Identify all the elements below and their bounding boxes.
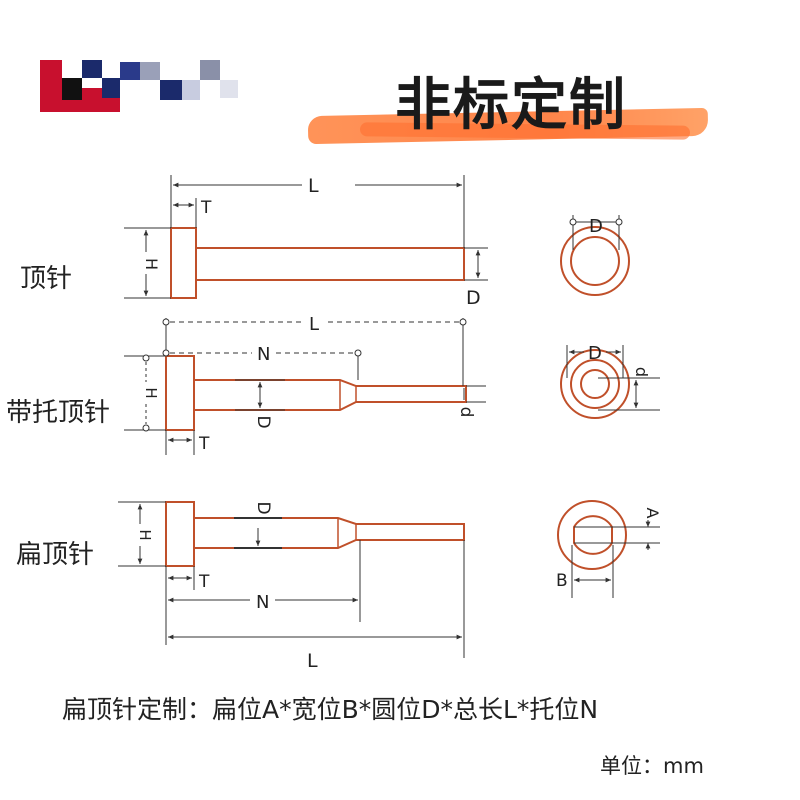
end-view-outer-circle — [557, 500, 627, 570]
dim-label-D: D — [466, 287, 481, 309]
dim-label-d: d — [456, 407, 476, 418]
ejector-pin-drawing: L T H D D — [124, 175, 630, 309]
dim-label-L: L — [309, 314, 319, 335]
dim-label-D: D — [588, 343, 602, 364]
dim-label-L: L — [307, 650, 318, 672]
dim-label-T: T — [198, 434, 210, 454]
pin-shaft — [195, 247, 465, 281]
pin-stepped-shaft — [193, 379, 467, 411]
dim-label-N: N — [257, 344, 270, 365]
row-label-flat-ejector-pin: 扁顶针 — [16, 540, 95, 570]
row-label-ejector-pin: 顶针 — [20, 264, 73, 294]
pin-head — [165, 355, 195, 431]
dim-label-N: N — [256, 592, 269, 613]
dim-label-A: A — [643, 508, 662, 519]
custom-formula-text: 扁顶针定制：扁位A*宽位B*圆位D*总长L*托位N — [62, 695, 599, 724]
dim-label-H: H — [142, 258, 161, 270]
row-label-stepped-ejector-pin: 带托顶针 — [6, 398, 111, 428]
stepped-ejector-pin-drawing: L N H T D — [124, 314, 660, 455]
dim-label-H: H — [142, 387, 160, 398]
dim-label-B: B — [556, 571, 568, 591]
dim-label-L: L — [308, 175, 319, 197]
dim-label-d: d — [632, 367, 651, 377]
dim-label-H: H — [136, 529, 154, 540]
page-title: 非标定制 — [395, 73, 627, 138]
dim-label-T: T — [198, 572, 210, 592]
end-view-outer-circle — [560, 226, 630, 296]
end-view-middle-circle — [570, 359, 620, 409]
end-view-outer-circle — [560, 349, 630, 419]
dim-label-D: D — [253, 415, 273, 428]
end-view-inner-circle — [580, 369, 610, 399]
dim-label-T: T — [200, 198, 212, 218]
pin-flat-shaft — [193, 517, 465, 549]
end-view-flat-profile — [573, 515, 613, 555]
pin-head — [165, 501, 195, 567]
flat-ejector-pin-drawing: H D T N L — [118, 500, 662, 672]
dim-label-D: D — [253, 501, 273, 514]
pin-head — [170, 227, 197, 299]
unit-label: 单位：mm — [600, 754, 704, 778]
dim-label-D: D — [589, 216, 603, 237]
end-view-inner-circle — [570, 236, 620, 286]
